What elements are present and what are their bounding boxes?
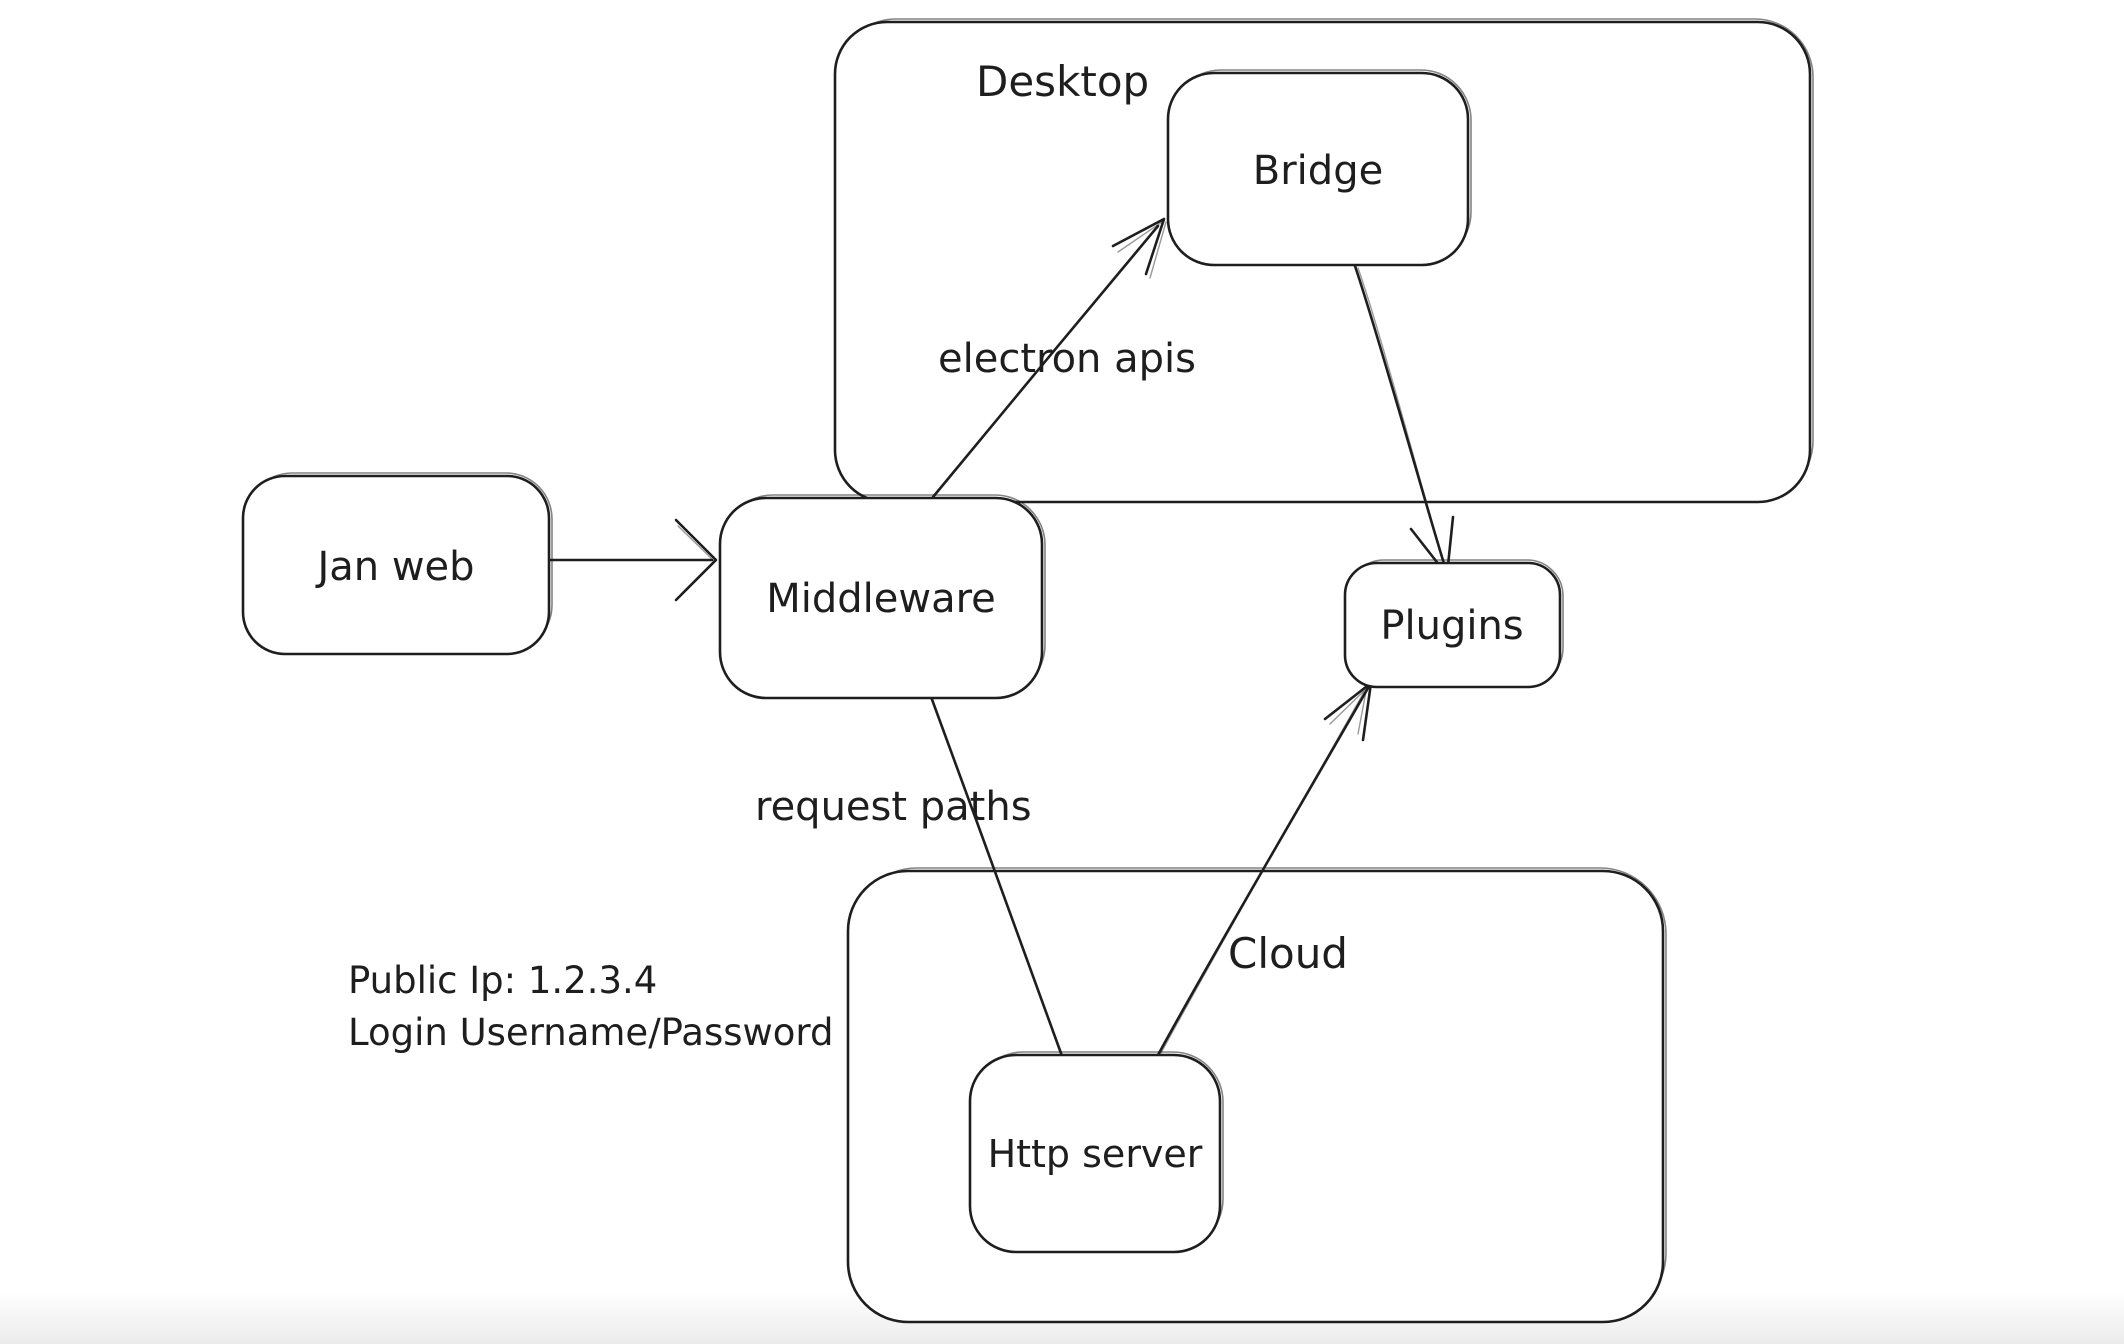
node-http-server-box[interactable] <box>968 1053 1222 1254</box>
edge-middleware-httpserver-shaft[interactable] <box>928 692 1064 1058</box>
edge-janweb-middleware-arrowhead-echo <box>677 525 715 595</box>
edge-httpserver-plugins[interactable] <box>1156 681 1373 1057</box>
node-plugins-label[interactable]: Plugins <box>1380 603 1523 649</box>
edge-middleware-httpserver[interactable] <box>928 692 1064 1058</box>
edge-janweb-middleware-arrowhead <box>674 518 718 602</box>
edge-janweb-middleware[interactable] <box>547 518 718 602</box>
node-jan-web-box[interactable] <box>241 474 551 656</box>
note-public-ip[interactable]: Public Ip: 1.2.3.4 <box>348 959 657 1002</box>
edge-httpserver-plugins-arrowhead <box>1323 681 1373 742</box>
note-login[interactable]: Login Username/Password <box>348 1011 833 1054</box>
node-middleware-label[interactable]: Middleware <box>766 576 996 622</box>
node-middleware-box[interactable] <box>718 496 1044 700</box>
edge-middleware-bridge-arrowhead-echo <box>1117 221 1167 279</box>
edge-middleware-bridge-arrowhead <box>1111 217 1166 276</box>
node-bridge-label[interactable]: Bridge <box>1253 148 1383 194</box>
edge-middleware-bridge-shaft[interactable] <box>931 224 1160 499</box>
node-http-server[interactable]: Http server <box>968 1051 1224 1254</box>
edge-httpserver-plugins-arrowhead-echo <box>1329 685 1370 735</box>
cloud-container-label[interactable]: Cloud <box>1228 929 1348 978</box>
cloud-credentials-note[interactable]: Public Ip: 1.2.3.4 Login Username/Passwo… <box>348 959 833 1054</box>
node-jan-web[interactable]: Jan web <box>241 472 553 656</box>
edge-middleware-bridge[interactable] <box>931 217 1167 499</box>
node-http-server-label[interactable]: Http server <box>988 1132 1203 1176</box>
node-plugins-box[interactable] <box>1343 561 1562 689</box>
edge-bridge-plugins-shaft-echo <box>1357 267 1444 561</box>
node-plugins[interactable]: Plugins <box>1343 559 1564 689</box>
edge-bridge-plugins-shaft[interactable] <box>1353 264 1448 572</box>
edge-httpserver-plugins-shaft[interactable] <box>1156 686 1370 1057</box>
node-bridge-box[interactable] <box>1166 71 1470 267</box>
node-jan-web-label[interactable]: Jan web <box>314 544 474 590</box>
edge-label-request-paths[interactable]: request paths <box>755 784 1032 830</box>
node-bridge[interactable]: Bridge <box>1166 69 1472 267</box>
node-middleware[interactable]: Middleware <box>718 494 1046 700</box>
edge-httpserver-plugins-shaft-echo <box>1160 691 1365 1054</box>
edge-label-electron-apis[interactable]: electron apis <box>938 336 1196 382</box>
desktop-container-label[interactable]: Desktop <box>976 57 1149 106</box>
